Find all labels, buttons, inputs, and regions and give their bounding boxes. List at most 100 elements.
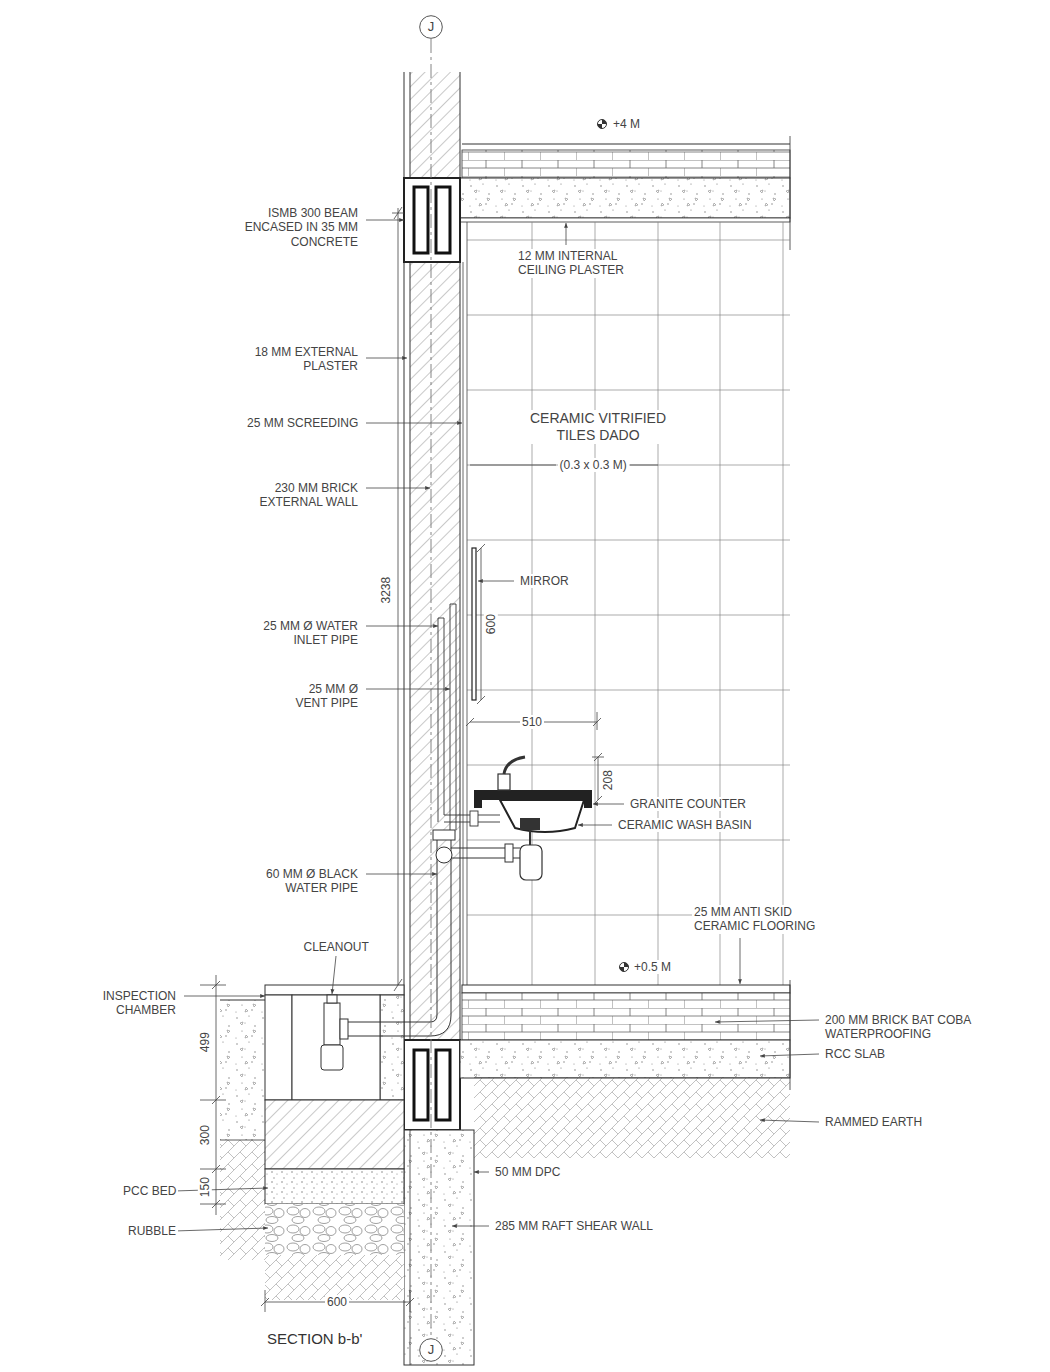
leader-line <box>366 423 462 424</box>
inspection-chamber <box>380 995 404 1100</box>
leader-line <box>366 358 407 359</box>
leader-line <box>715 1020 819 1022</box>
leader-line <box>760 1054 819 1056</box>
raft-shear-wall <box>404 1130 474 1365</box>
material-callout: 12 MM INTERNAL CEILING PLASTER <box>516 249 635 278</box>
leader-line <box>593 804 624 805</box>
inspection-chamber <box>265 1204 404 1255</box>
leader-line <box>184 996 265 997</box>
level-mark: +0.5 M <box>632 960 673 974</box>
material-callout: RAMMED EARTH <box>823 1115 924 1129</box>
inspection-chamber <box>265 995 292 1100</box>
grid-label: J <box>419 15 443 39</box>
brick-wall <box>404 72 467 1040</box>
ground-floor <box>474 1078 790 1158</box>
wash-basin <box>520 818 540 830</box>
mirror <box>472 548 476 700</box>
drawing-title: SECTION b-b' <box>265 1330 364 1348</box>
mirror <box>472 548 476 700</box>
leader-line <box>740 938 741 984</box>
leader-line <box>366 488 430 489</box>
raft-shear-wall <box>410 1130 411 1365</box>
level-mark: +4 M <box>611 117 642 131</box>
leader-line <box>566 223 567 245</box>
material-callout: 285 MM RAFT SHEAR WALL <box>493 1219 655 1233</box>
part-label: INSPECTION CHAMBER <box>84 989 178 1018</box>
leader-line <box>174 1228 268 1231</box>
part-label: MIRROR <box>518 574 571 588</box>
dimension-text: 510 <box>520 715 544 729</box>
inspection-chamber <box>220 1140 265 1141</box>
material-callout: 50 MM DPC <box>493 1165 562 1179</box>
steel-beam <box>414 1050 428 1120</box>
upper-slab <box>460 136 790 250</box>
leader-line <box>366 874 437 875</box>
dimension-text: 300 <box>198 1123 212 1147</box>
wash-basin <box>451 757 592 880</box>
steel-beam <box>404 178 460 262</box>
material-callout: 18 MM EXTERNAL PLASTER <box>241 345 360 374</box>
inspection-chamber <box>265 1255 404 1300</box>
dimension-text: 600 <box>484 612 498 636</box>
inspection-chamber <box>220 1140 265 1260</box>
grid-axis-line <box>431 39 432 1338</box>
material-callout: 200 MM BRICK BAT COBA WATERPROOFING <box>823 1013 992 1042</box>
leader-line <box>366 220 404 221</box>
inspection-chamber <box>265 1169 404 1204</box>
dimension-text: 150 <box>198 1175 212 1199</box>
material-callout: 230 MM BRICK EXTERNAL WALL <box>241 481 360 510</box>
brick-wall <box>410 262 460 1040</box>
steel-beam <box>414 187 428 253</box>
brick-wall <box>404 72 460 1040</box>
inspection-chamber <box>265 1100 404 1169</box>
drain-pipe <box>433 830 455 840</box>
leader-line <box>452 1226 489 1227</box>
grid-bubble-outline <box>420 16 443 39</box>
pipe-callout: 60 MM Ø BLACK WATER PIPE <box>241 867 360 896</box>
upper-slab <box>790 136 791 250</box>
inspection-chamber <box>265 985 404 995</box>
upper-slab <box>462 144 790 145</box>
steel-beam <box>436 187 450 253</box>
tile-grid <box>532 222 783 985</box>
upper-slab <box>460 218 790 222</box>
material-callout: RUBBLE <box>126 1224 178 1238</box>
inspection-chamber <box>220 1000 265 1140</box>
material-callout: PCC BED <box>121 1184 178 1198</box>
dimension-line <box>200 207 658 1312</box>
inspection-chamber <box>292 995 380 1100</box>
pipe-callout: 25 MM Ø VENT PIPE <box>286 682 360 711</box>
leader-line <box>174 1188 268 1191</box>
tile-grid <box>467 240 790 915</box>
part-label: CERAMIC WASH BASIN <box>616 818 754 832</box>
wash-basin <box>529 830 531 845</box>
grid-label: J <box>419 1338 443 1362</box>
inspection-chamber <box>220 985 404 1300</box>
upper-slab <box>460 178 790 218</box>
dimension-text: 208 <box>601 768 615 792</box>
leader-line <box>174 220 819 1231</box>
ground-floor <box>474 1078 790 1079</box>
drain-pipe <box>324 1003 340 1045</box>
part-label: GRANITE COUNTER <box>628 797 748 811</box>
material-callout: ISMB 300 BEAM ENCASED IN 35 MM CONCRETE <box>231 206 360 249</box>
supply-pipes <box>438 618 444 822</box>
wash-basin <box>498 774 510 790</box>
level-symbol <box>598 120 629 972</box>
supply-pipes <box>470 811 478 826</box>
dimension-text: 499 <box>198 1030 212 1054</box>
dimension-line <box>466 712 601 730</box>
ground-floor <box>460 980 790 1158</box>
brick-wall <box>463 222 467 985</box>
dimension-line <box>261 1290 414 1312</box>
level-symbol <box>620 963 629 972</box>
grid-bubble-outline <box>420 1339 443 1362</box>
dimension-text: 600 <box>325 1295 349 1309</box>
drain-pipe <box>321 1045 343 1070</box>
level-symbol <box>598 120 607 129</box>
level-symbol <box>620 963 629 972</box>
ground-floor <box>462 985 790 993</box>
raft-shear-wall <box>404 1130 474 1365</box>
